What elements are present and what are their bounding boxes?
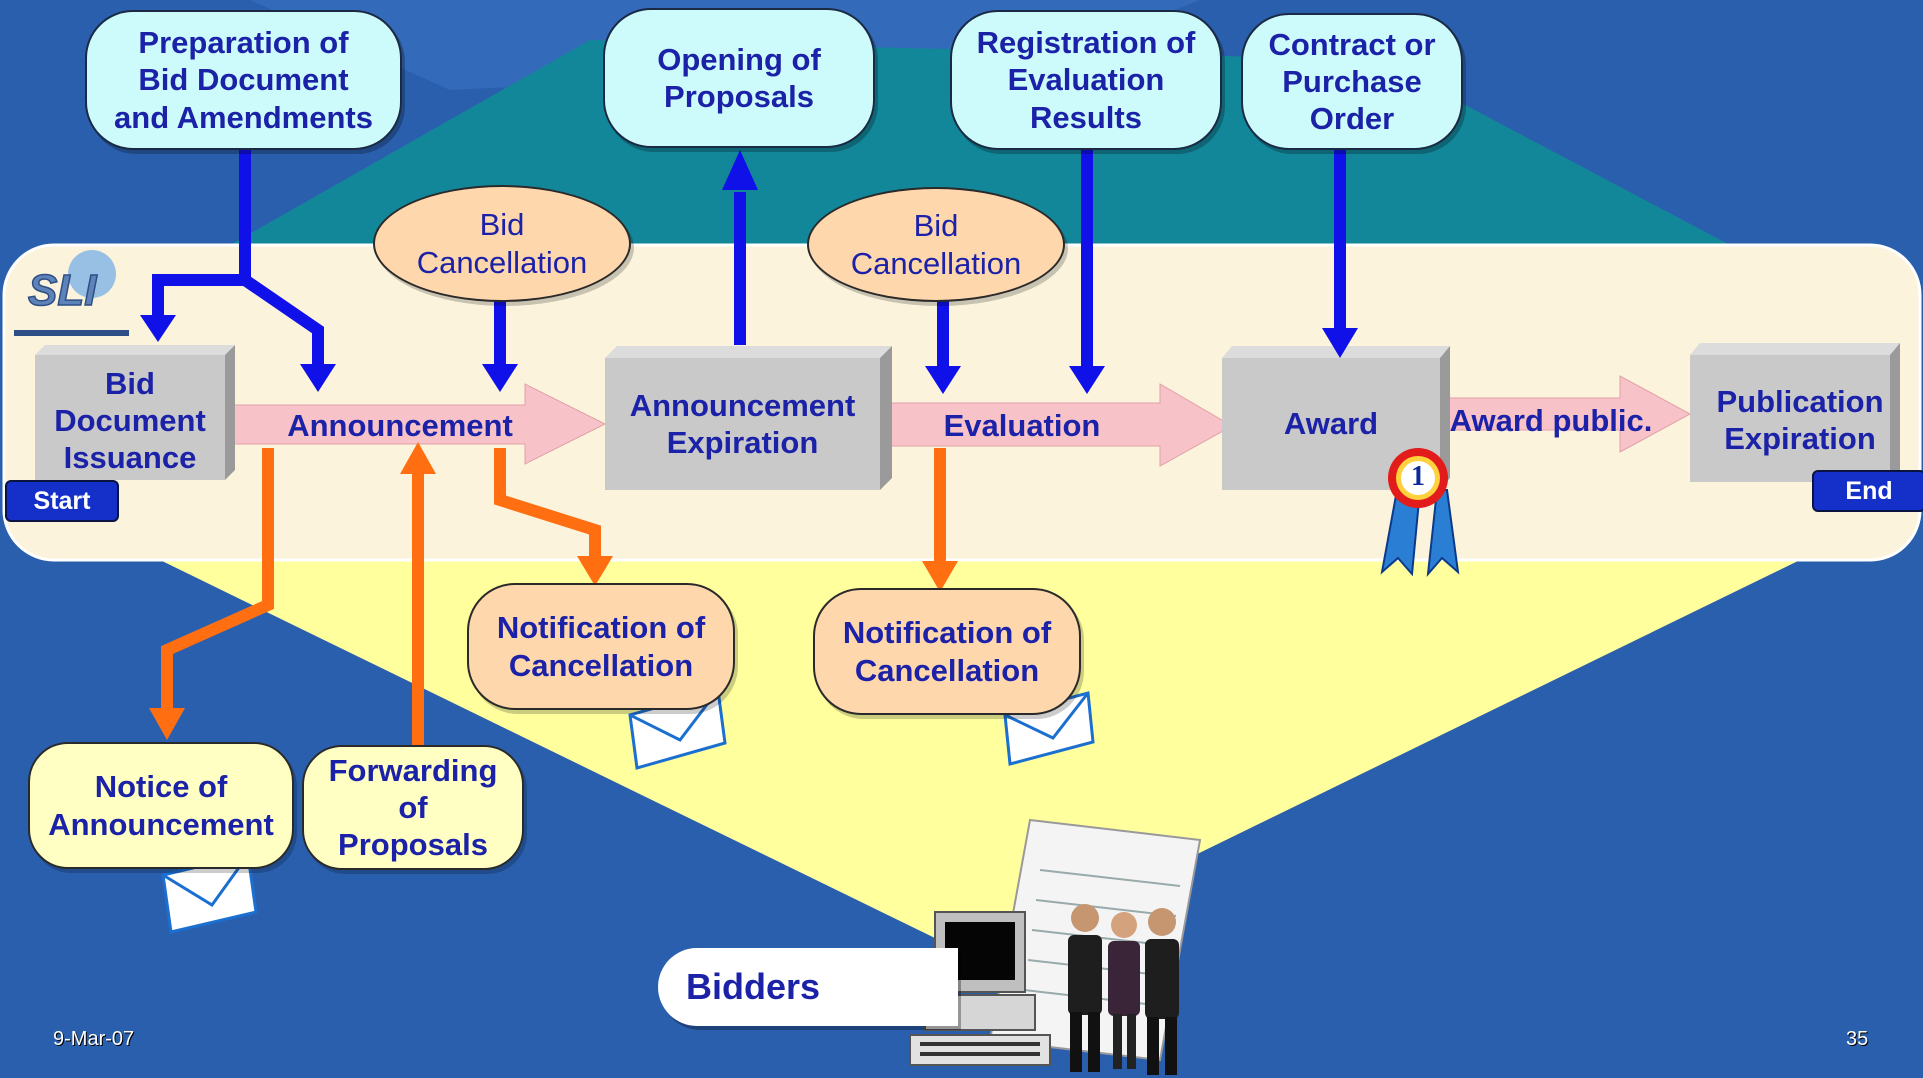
publication-expiration-label: Publication Expiration bbox=[1716, 384, 1884, 457]
bid-document-issuance-label: Bid Document Issuance bbox=[54, 366, 206, 476]
arrow-evaluation bbox=[889, 383, 1234, 467]
box-announcement-expiration bbox=[605, 346, 892, 490]
footer-date: 9-Mar-07 bbox=[53, 1028, 135, 1050]
end-tag: End bbox=[1812, 470, 1923, 512]
orange-arrowheads bbox=[149, 442, 958, 740]
blue-arrowheads bbox=[140, 150, 1358, 394]
award-label: Award bbox=[1283, 406, 1379, 441]
award-public-label: Award public. bbox=[1449, 403, 1653, 438]
announcement-expiration-label: Announcement Expiration bbox=[629, 388, 856, 461]
blue-arrows bbox=[152, 150, 1346, 370]
announcement-label: Announcement bbox=[287, 408, 513, 443]
forwarding-of-proposals-node: Forwarding of Proposals bbox=[302, 745, 524, 870]
bidders-label: Bidders bbox=[658, 948, 958, 1026]
award-ribbon-icon bbox=[1380, 448, 1460, 578]
footer-page-number: 35 bbox=[1846, 1028, 1869, 1050]
notice-of-announcement-node: Notice of Announcement bbox=[28, 742, 294, 869]
bid-cancellation-oval-1: Bid Cancellation bbox=[373, 185, 631, 302]
contract-node: Contract or Purchase Order bbox=[1241, 13, 1463, 150]
bid-cancellation-oval-2: Bid Cancellation bbox=[807, 187, 1065, 302]
award-ribbon-number: 1 bbox=[1411, 461, 1425, 492]
arrow-award-public bbox=[1444, 375, 1692, 453]
arrow-announcement bbox=[219, 383, 607, 465]
people-icon bbox=[1068, 904, 1179, 1075]
box-bid-document bbox=[35, 345, 235, 480]
opening-node: Opening of Proposals bbox=[603, 8, 875, 148]
notification-of-cancellation-node-1: Notification of Cancellation bbox=[467, 583, 735, 710]
orange-arrows bbox=[161, 448, 946, 745]
notification-of-cancellation-node-2: Notification of Cancellation bbox=[813, 588, 1081, 715]
preparation-node: Preparation of Bid Document and Amendmen… bbox=[85, 10, 402, 150]
computer-icon bbox=[909, 911, 1051, 1066]
registration-node: Registration of Evaluation Results bbox=[950, 10, 1222, 150]
box-publication-expiration bbox=[1690, 343, 1900, 482]
sli-logo: SLI bbox=[14, 250, 129, 336]
start-tag: Start bbox=[5, 480, 119, 522]
evaluation-label: Evaluation bbox=[943, 408, 1101, 443]
logo-text: SLI bbox=[28, 266, 97, 315]
